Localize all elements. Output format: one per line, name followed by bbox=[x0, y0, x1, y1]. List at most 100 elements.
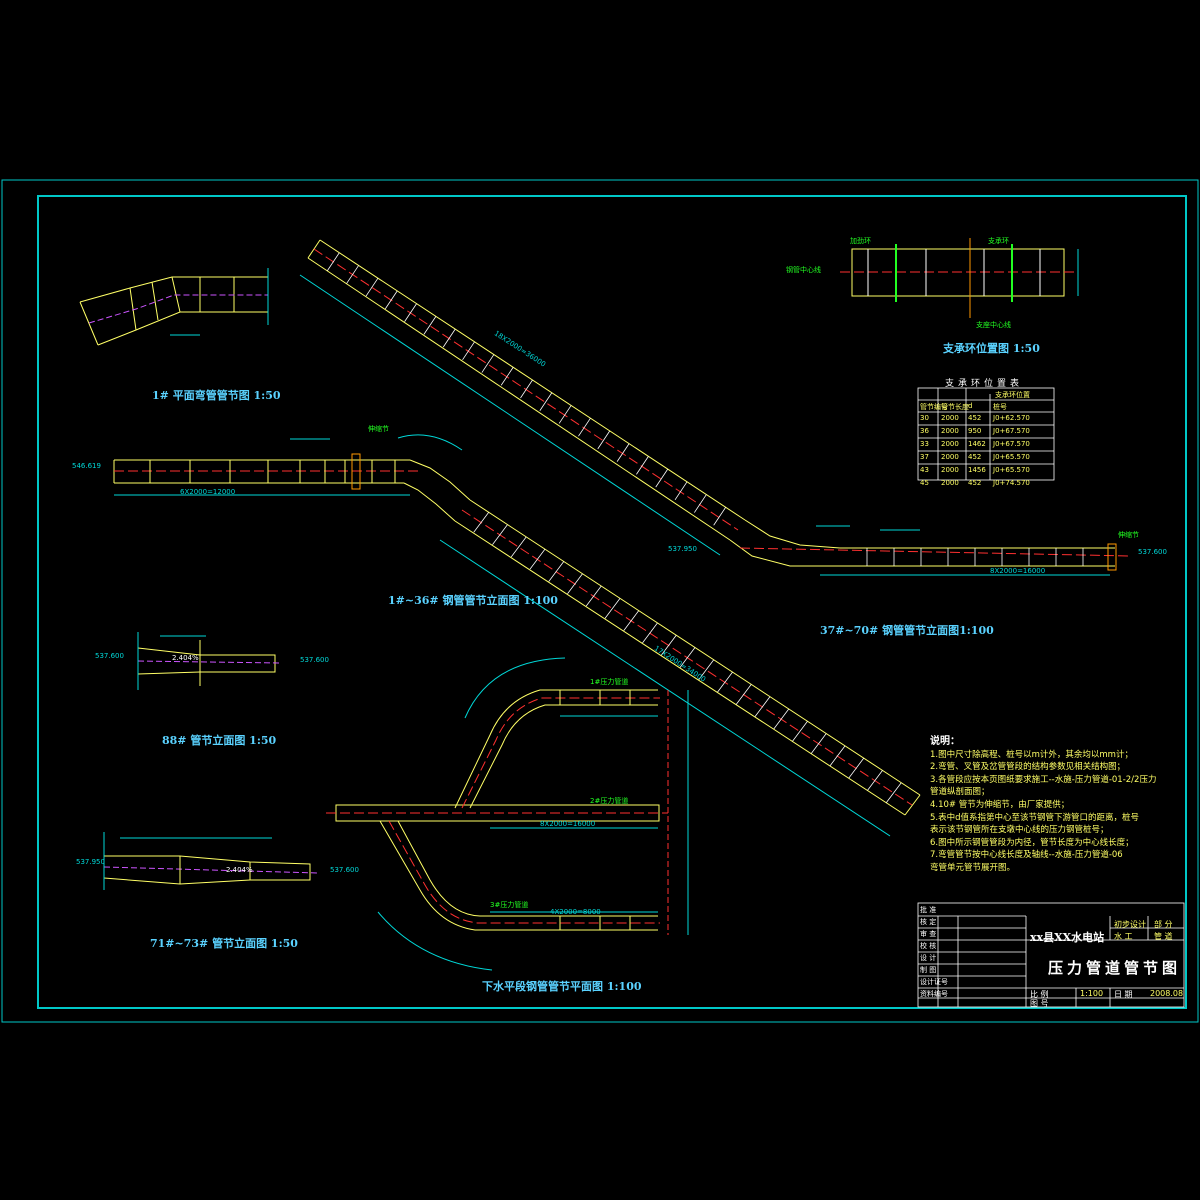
table-cell: 2000 bbox=[941, 479, 959, 487]
pipe-joint-line bbox=[423, 316, 437, 335]
pipe-joint-line bbox=[442, 328, 456, 348]
pipe-88-view bbox=[137, 632, 281, 690]
date-value: 2008.08 bbox=[1150, 989, 1184, 998]
table-cell: 36 bbox=[920, 427, 929, 435]
pipe-71-73-view bbox=[103, 832, 319, 890]
table-cell: J0+67.570 bbox=[993, 440, 1030, 448]
pipe-joint-line bbox=[462, 341, 475, 361]
pipe-joint-line bbox=[713, 507, 727, 526]
pipe-joint-line bbox=[384, 290, 398, 310]
pipe-joint-line bbox=[655, 468, 669, 488]
caption-pipe-88: 88# 管节立面图 1:50 bbox=[162, 734, 277, 747]
table-cell: 2000 bbox=[941, 414, 959, 422]
table-cell: 43 bbox=[920, 466, 929, 474]
pipe-joint-line bbox=[616, 443, 630, 462]
project-name: xx县XX水电站 bbox=[1030, 931, 1105, 944]
dim-4x2000: 4X2000=8000 bbox=[550, 908, 601, 916]
note-item: 2.弯管、叉管及岔管管段的结构参数见相关结构图； bbox=[930, 762, 1126, 773]
table-cell: 2000 bbox=[941, 440, 959, 448]
title-role: 核 定 bbox=[920, 918, 937, 926]
pipe-joint-line bbox=[604, 598, 621, 619]
pipe-joint-line bbox=[481, 354, 495, 373]
part-label: 部 分 bbox=[1154, 920, 1173, 929]
discipline-label: 水 工 bbox=[1114, 932, 1133, 941]
table-cell: 452 bbox=[968, 479, 982, 487]
note-item: 4.10# 管节为伸缩节，由厂家提供； bbox=[930, 799, 1070, 810]
table-cell: 950 bbox=[968, 427, 982, 435]
table-cell: 2000 bbox=[941, 466, 959, 474]
date-label: 日 期 bbox=[1114, 990, 1133, 999]
note-item: 弯管单元管节展开图。 bbox=[930, 862, 1016, 873]
part-value: 管 道 bbox=[1154, 932, 1173, 941]
table-cell: J0+65.570 bbox=[993, 453, 1030, 461]
note-item: 表示该节钢管所在支墩中心线的压力钢管桩号； bbox=[930, 825, 1109, 836]
pipe-joint-line bbox=[578, 417, 591, 437]
caption-bend1-plan: 1# 平面弯管管节图 1:50 bbox=[152, 389, 281, 402]
table-cell: 1462 bbox=[968, 440, 986, 448]
caption-support-ring: 支承环位置图 1:50 bbox=[943, 342, 1040, 355]
table-cell: J0+65.570 bbox=[993, 466, 1030, 474]
pipe-joint-line bbox=[597, 430, 611, 450]
pipe-joint-line bbox=[520, 379, 533, 399]
pipe-joint-line bbox=[660, 634, 677, 656]
title-role: 审 查 bbox=[920, 930, 937, 938]
pipe-joint-line bbox=[848, 757, 865, 779]
pipe-joint-line bbox=[539, 392, 553, 411]
support-ring-view bbox=[840, 238, 1079, 318]
pipe-mark-a: 1#压力管道 bbox=[590, 678, 629, 686]
title-role: 制 图 bbox=[920, 966, 937, 974]
sheet-label: 图 号 bbox=[1030, 999, 1049, 1008]
caption-pipe-71-73: 71#~73# 管节立面图 1:50 bbox=[150, 937, 298, 950]
notes-block: 说明： 1.图中尺寸除高程、桩号以m计外，其余均以mm计；2.弯管、叉管及岔管管… bbox=[930, 736, 1200, 875]
caption-elevation-1-36: 1#~36# 钢管管节立面图 1:100 bbox=[388, 594, 558, 607]
stiff-ring-label: 加劲环 bbox=[850, 237, 871, 245]
note-item: 管道纵剖面图； bbox=[930, 787, 990, 798]
table-header: 管节编号 bbox=[920, 403, 948, 411]
table-header-group: 支承环位置 bbox=[995, 391, 1030, 399]
table-cell: 452 bbox=[968, 414, 982, 422]
caption-lower-horizontal: 下水平段钢管管节平面图 1:100 bbox=[482, 980, 642, 993]
pipe-mark-c: 3#压力管道 bbox=[490, 901, 529, 909]
elev-88-right: 537.600 bbox=[300, 656, 329, 664]
lower-horizontal-plan bbox=[326, 657, 689, 971]
dim-8x2000: 8X2000=16000 bbox=[990, 567, 1046, 575]
table-header: d bbox=[968, 402, 973, 410]
scale-value: 1:100 bbox=[1080, 989, 1104, 998]
caption-elevation-37-70: 37#~70# 钢管管节立面图1:100 bbox=[820, 624, 994, 637]
stage-label: 初步设计 bbox=[1114, 920, 1146, 929]
dim-6x2000: 6X2000=12000 bbox=[180, 488, 236, 496]
table-header: 管节长度 bbox=[941, 403, 969, 411]
table-cell: 2000 bbox=[941, 453, 959, 461]
expansion-joint-label-2: 伸缩节 bbox=[1118, 531, 1139, 539]
slope-71: 2.404% bbox=[226, 866, 253, 874]
section-label: 支座中心线 bbox=[976, 321, 1011, 329]
pipe-joint-line bbox=[492, 524, 508, 545]
pipe-joint-line bbox=[717, 671, 733, 693]
table-cell: 1456 bbox=[968, 466, 986, 474]
table-cell: 2000 bbox=[941, 427, 959, 435]
elev-88-left: 537.600 bbox=[95, 652, 124, 660]
pipe-joint-line bbox=[674, 481, 688, 501]
table-cell: J0+67.570 bbox=[993, 427, 1030, 435]
pipe-joint-line bbox=[623, 610, 640, 631]
scale-label: 比 例 bbox=[1030, 990, 1049, 999]
note-item: 5.表中d值系指第中心至该节钢管下游管口的距离，桩号 bbox=[930, 812, 1140, 823]
pipe-joint-line bbox=[735, 684, 752, 705]
drawing-title: 压力管道管节图 bbox=[1048, 959, 1182, 977]
support-table-title: 支承环位置表 bbox=[945, 379, 1024, 389]
pipe-joint-line bbox=[346, 265, 359, 284]
pipe-joint-line bbox=[642, 622, 658, 644]
notes-list: 1.图中尺寸除高程、桩号以m计外，其余均以mm计；2.弯管、叉管及岔管管段的结构… bbox=[930, 749, 1200, 875]
elev-left-label: 546.619 bbox=[72, 462, 101, 470]
title-role: 设计证号 bbox=[920, 978, 948, 986]
table-cell: 45 bbox=[920, 479, 929, 487]
pipe-joint-line bbox=[558, 405, 572, 424]
support-table-grid bbox=[917, 387, 1055, 481]
pipe-joint-line bbox=[585, 585, 602, 607]
pipe-joint-line bbox=[567, 573, 583, 594]
table-header: 桩号 bbox=[993, 403, 1007, 411]
pipe-joint-line bbox=[792, 721, 808, 742]
title-role: 校 核 bbox=[920, 942, 937, 950]
pipe-joint-line bbox=[867, 770, 883, 791]
